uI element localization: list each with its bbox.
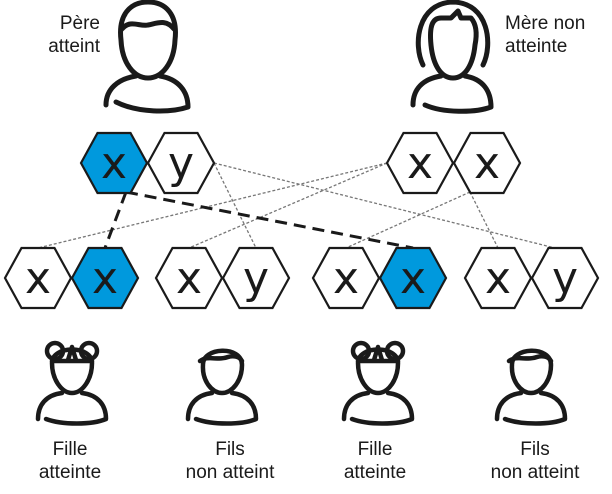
hexagon-shape (378, 246, 448, 310)
mother-label-line2: atteinte (505, 36, 568, 57)
inheritance-line (213, 162, 556, 249)
child-label: Fils non atteint (160, 438, 300, 484)
child-label-line1: Fille (357, 439, 393, 460)
mother-chromosome-x: x (452, 131, 522, 195)
child-label-line2: non atteint (490, 462, 580, 483)
affected-inheritance-line (103, 191, 128, 249)
child-label: Fille atteinte (10, 438, 130, 484)
mother-icon (410, 0, 494, 114)
child-chromosome-x: x (378, 246, 448, 310)
chromosome-letter: x (25, 253, 51, 304)
hexagon-shape (221, 246, 291, 310)
father-label-line1: Père (59, 13, 100, 34)
hexagon-shape (452, 131, 522, 195)
child-chromosome-x: x (70, 246, 140, 310)
chromosome-letter: y (168, 138, 194, 189)
chromosome-letter: x (333, 253, 359, 304)
mother-label: Mère non atteinte (505, 12, 610, 58)
inheritance-line (213, 162, 257, 249)
child-label-line1: Fils (215, 439, 245, 460)
father-icon (103, 0, 191, 114)
child-chromosome-x: x (154, 246, 224, 310)
hexagon-shape (146, 131, 216, 195)
father-label-line2: atteint (48, 36, 100, 57)
inheritance-line (469, 191, 499, 249)
chromosome-letter: y (552, 253, 578, 304)
hexagon-shape (70, 246, 140, 310)
child-label-line2: atteinte (38, 462, 102, 483)
chromosome-letter: x (101, 138, 127, 189)
girl-icon (35, 340, 109, 426)
father-label: Père atteint (10, 12, 100, 58)
mother-chromosome-x: x (385, 131, 455, 195)
chromosome-letter: x (485, 253, 511, 304)
child-label: Fils non atteint (465, 438, 605, 484)
child-chromosome-x: x (311, 246, 381, 310)
child-label-line1: Fille (52, 439, 88, 460)
boy-icon (494, 348, 568, 426)
child-label-line2: atteinte (343, 462, 407, 483)
chromosome-letter: x (407, 138, 433, 189)
child-label-line2: non atteint (185, 462, 275, 483)
inheritance-line (345, 191, 471, 249)
chromosome-letter: y (243, 253, 269, 304)
mother-label-line1: Mère non (505, 13, 586, 34)
chromosome-letter: x (474, 138, 500, 189)
child-label: Fille atteinte (315, 438, 435, 484)
boy-icon (185, 348, 259, 426)
affected-inheritance-line (125, 190, 414, 250)
child-chromosome-y: y (530, 246, 600, 310)
chromosome-letter: x (176, 253, 202, 304)
inheritance-line (188, 162, 388, 249)
chromosome-letter: x (400, 253, 426, 304)
child-chromosome-x: x (3, 246, 73, 310)
child-chromosome-x: x (463, 246, 533, 310)
hexagon-shape (530, 246, 600, 310)
father-chromosome-x: x (79, 131, 149, 195)
girl-icon (341, 340, 415, 426)
chromosome-letter: x (92, 253, 118, 304)
father-chromosome-y: y (146, 131, 216, 195)
child-label-line1: Fils (520, 439, 550, 460)
child-chromosome-y: y (221, 246, 291, 310)
